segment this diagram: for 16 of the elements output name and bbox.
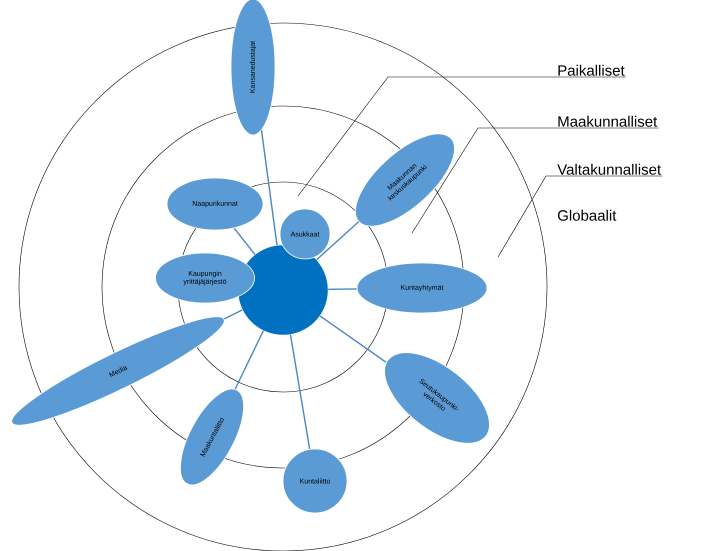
spoke-line [320,315,387,363]
hub-circle [238,244,328,336]
spoke-line [234,330,264,390]
level-label: Maakunnalliset [558,116,658,127]
level-label: Paikalliset [558,64,625,76]
spoke-line [224,309,243,320]
spoke-line [290,334,310,450]
spoke-line [234,228,256,255]
level-label: Valtakunnalliset [557,164,662,175]
leader-line [412,128,659,234]
spoke-line [316,221,360,260]
spoke-line [328,288,357,290]
leader-line [498,176,663,258]
leader-line [298,76,626,196]
spoke-line [260,130,278,246]
level-label: Globaalit [558,210,616,221]
